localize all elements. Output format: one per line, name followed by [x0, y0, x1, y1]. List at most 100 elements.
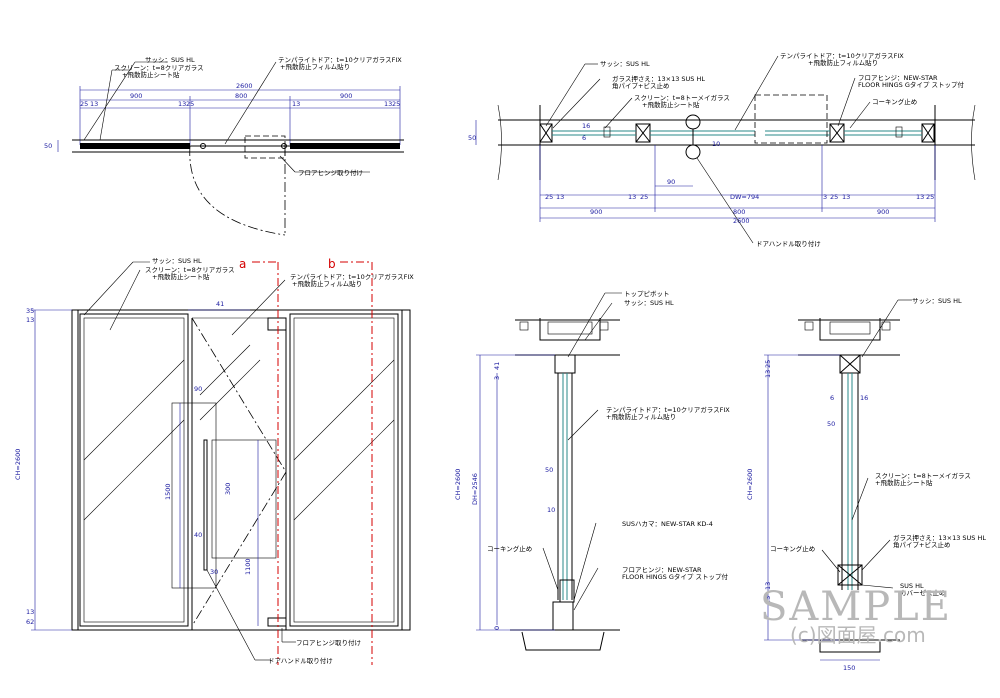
label-door-elev: テンパライトドア：t=10クリアガラスFIX	[290, 272, 414, 281]
top-pivot	[554, 354, 576, 374]
dim-right: 900	[340, 92, 352, 100]
section-a: CH=2600 DH=2546 41 3 50 10 0 トップピボット サッシ…	[454, 290, 730, 651]
sash-right	[290, 143, 400, 149]
dim-ch-a: CH=2600	[454, 469, 462, 500]
label-door-r: テンパライトドア：t=10クリアガラスFIX	[780, 51, 904, 60]
dim-62: 62	[26, 618, 34, 626]
label-caulk-b: コーキング止め	[770, 544, 815, 553]
label-door: テンパライトドア：t=10クリアガラスFIX	[278, 55, 402, 64]
section-marker-a: a	[239, 257, 246, 271]
label-hinge: フロアヒンジ取り付け	[298, 168, 363, 177]
label-sub-b: SUS HL	[900, 582, 924, 590]
label-hakama-a: SUSハカマ：NEW-STAR KD-4	[622, 520, 713, 528]
dim-41-a: 41	[493, 362, 501, 370]
dim-25c: 25	[830, 193, 838, 201]
dim-16-b: 16	[860, 394, 868, 402]
dim-total: 2600	[236, 82, 253, 90]
label-screen: スクリーン：t=8クリアガラス	[114, 63, 204, 72]
dim-13c: 13	[842, 193, 850, 201]
label-sash-r: サッシ：SUS HL	[600, 60, 650, 68]
plan-top-left: 2600 900 800 900 25 13 13 25 13 13 25 50…	[44, 55, 404, 236]
label-bead-r: ガラス押さえ：13×13 SUS HL	[612, 74, 705, 83]
dim-90: 90	[667, 178, 675, 186]
dim-16-r: 16	[582, 122, 590, 130]
handle-bottom	[685, 144, 701, 160]
label-screen2-elev: +飛散防止シート貼	[152, 272, 210, 281]
label-screen2-r: +飛散防止シート貼	[642, 100, 700, 109]
dim-30: 30	[210, 568, 218, 576]
label-pivot-a: トップピボット	[624, 290, 670, 298]
dim-ch-elev: CH=2600	[14, 449, 22, 480]
dim-35: 35	[26, 307, 34, 315]
dim-25b: 25	[640, 193, 648, 201]
elevation-front: a b CH=2600 35 13 41 90 1500 300 40 1100…	[14, 257, 414, 665]
label-bead-b: ガラス押さえ：13×13 SUS HL	[893, 533, 986, 542]
dim-dw: DW=794	[730, 193, 759, 201]
dim-e: 13	[292, 100, 300, 108]
label-door-a: テンパライトドア：t=10クリアガラスFIX	[606, 405, 730, 414]
label-caulk-r: コーキング止め	[872, 97, 917, 106]
label-caulk-a: コーキング止め	[487, 544, 532, 553]
sash-box-left	[539, 123, 553, 143]
dim-1500: 1500	[164, 483, 172, 500]
sash-box-right	[921, 123, 935, 143]
dim-90-elev: 90	[194, 385, 202, 393]
plan-top-right: 2600 900 800 900 DW=794 90 25 13 13 25 3…	[468, 51, 976, 248]
label-handle-r: ドアハンドル取り付け	[756, 239, 821, 248]
label-screen2-b: +飛散防止シート貼	[875, 478, 933, 487]
dim-6-r: 6	[582, 134, 586, 142]
dim-c: 13	[178, 100, 186, 108]
label-bead2-b: 角パイプ+ビス止め	[893, 540, 950, 549]
dim-b: 13	[90, 100, 98, 108]
label-sash-a: サッシ：SUS HL	[624, 299, 674, 307]
section-marker-b: b	[328, 257, 336, 271]
label-sash: サッシ：SUS HL	[145, 56, 195, 64]
dim-13a: 13	[556, 193, 564, 201]
label-hinge-elev: フロアヒンジ取り付け	[296, 638, 361, 647]
dim-10-a: 10	[547, 506, 555, 514]
label-hinge-r: フロアヒンジ：NEW-STAR	[858, 74, 938, 82]
dim-3: 3	[823, 193, 827, 201]
dim-50-b: 50	[827, 420, 835, 428]
label-door2-elev: +飛散防止フィルム貼り	[292, 279, 362, 288]
dim-dh-a: DH=2546	[471, 473, 479, 505]
label-handle-elev: ドアハンドル取り付け	[268, 656, 333, 665]
label-sash-elev: サッシ：SUS HL	[152, 257, 202, 265]
label-screen-b: スクリーン：t=8トーメイガラス	[875, 471, 971, 480]
dim-mid: 800	[235, 92, 247, 100]
dim-150-b: 150	[843, 664, 855, 672]
dim-1100: 1100	[244, 558, 252, 575]
dim-13-bot: 13	[26, 608, 34, 616]
label-bead2-r: 角パイプ+ビス止め	[612, 81, 669, 90]
dim-25d: 25	[926, 193, 934, 201]
label-door2: +飛散防止フィルム貼り	[280, 62, 350, 71]
watermark-sample: SAMPLE	[760, 584, 952, 630]
dim-3-a: 3	[493, 376, 501, 380]
handle-top	[685, 114, 701, 130]
dim-13-top: 13	[26, 316, 34, 324]
label-hinge2-r: FLOOR HINGS Gタイプ ストップ付	[858, 80, 964, 89]
dim-50-a: 50	[545, 466, 553, 474]
watermark-site: (c)図面屋.com	[790, 623, 926, 647]
dim-total-r: 2600	[733, 217, 750, 225]
dim-a: 25	[80, 100, 88, 108]
dim-ch-b: CH=2600	[746, 469, 754, 500]
dim-right-r: 900	[877, 208, 889, 216]
dim-50-r: 50	[468, 134, 476, 142]
dim-13d: 13	[916, 193, 924, 201]
door-swing-arc	[189, 145, 286, 236]
label-sash-b: サッシ：SUS HL	[912, 297, 962, 305]
label-door2-a: +飛散防止フィルム貼り	[606, 412, 676, 421]
dim-40: 40	[194, 531, 202, 539]
label-screen-elev: スクリーン：t=8クリアガラス	[145, 265, 235, 274]
label-hinge2-a: FLOOR HINGS Gタイプ ストップ付	[622, 572, 728, 581]
dim-25a: 25	[545, 193, 553, 201]
dim-0-a: 0	[493, 626, 501, 630]
door-handle-bar	[203, 439, 208, 571]
dim-13a-b: 13	[764, 370, 772, 378]
dim-d: 25	[186, 100, 194, 108]
label-screen2: +飛散防止シート貼	[122, 70, 180, 79]
dim-depth: 50	[44, 142, 52, 150]
dim-f: 13	[384, 100, 392, 108]
